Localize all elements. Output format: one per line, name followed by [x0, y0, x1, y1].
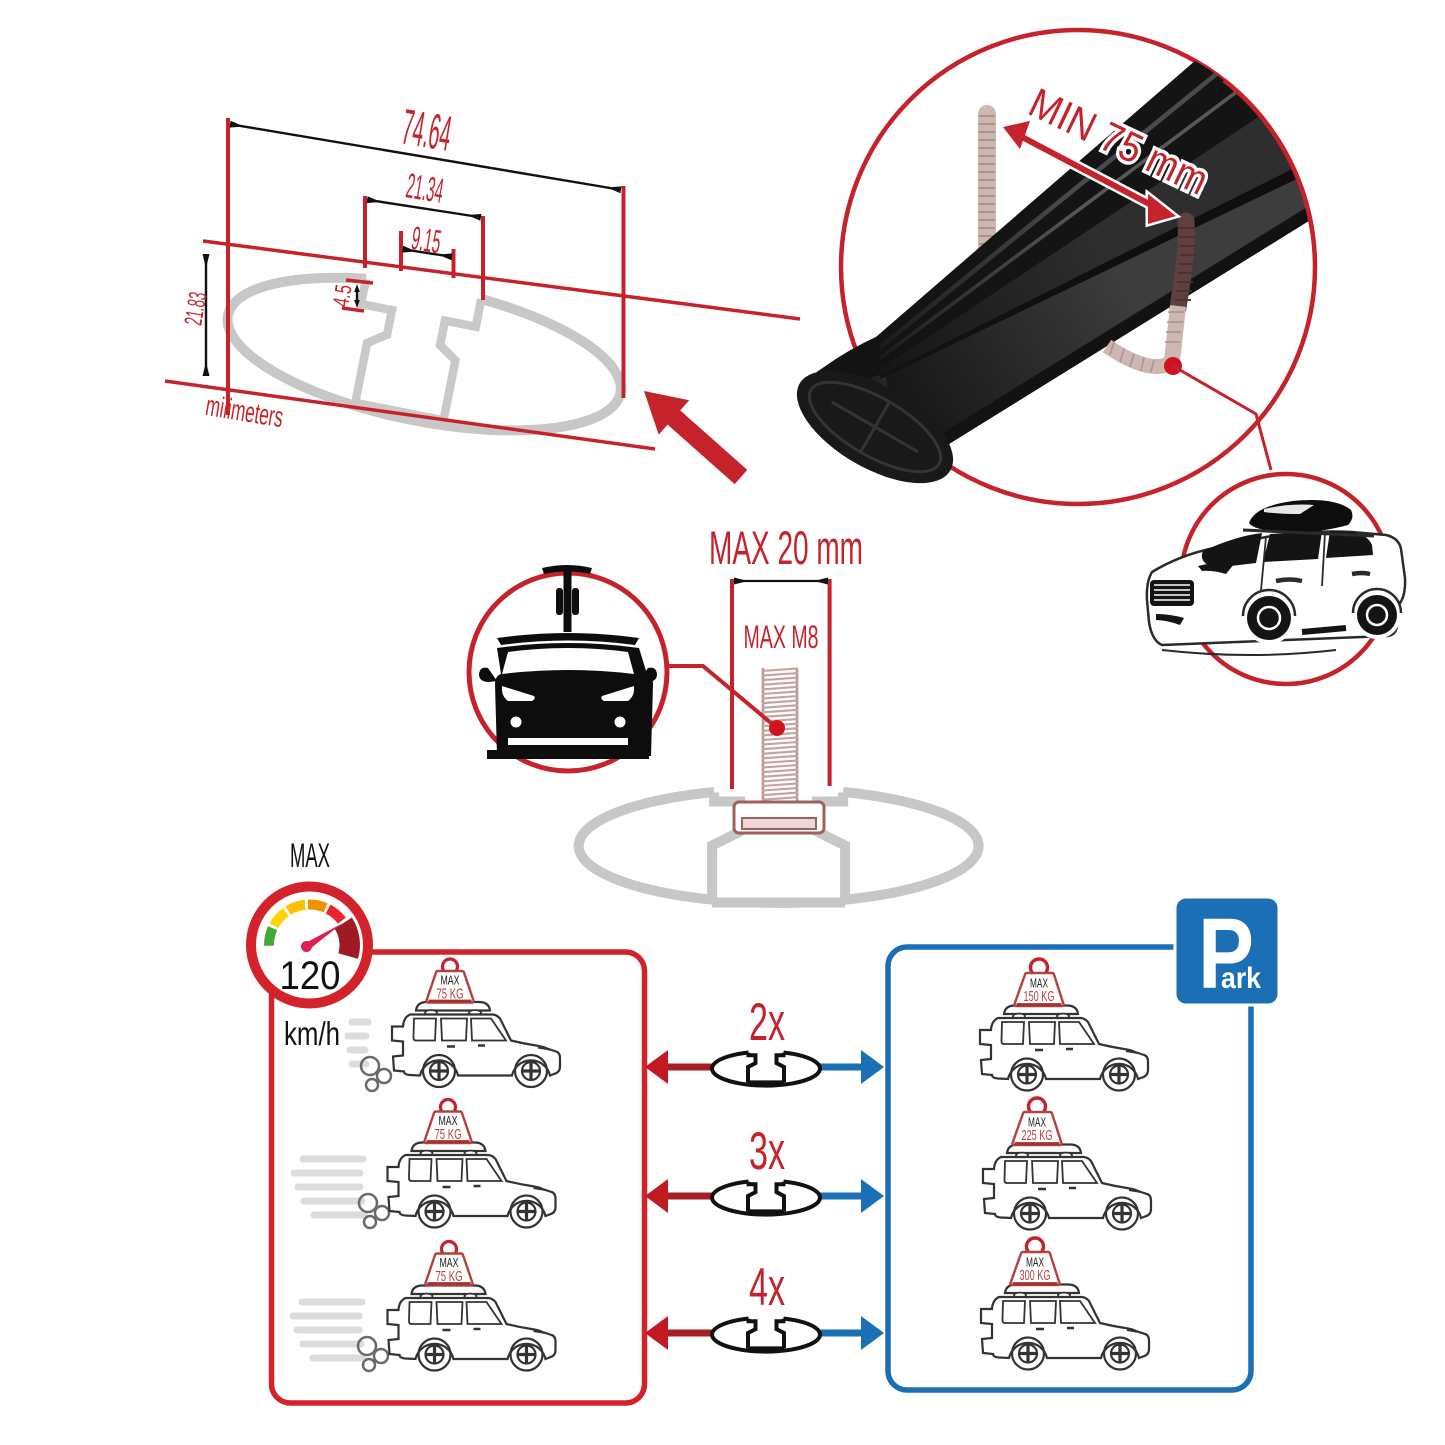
- svg-text:MAX: MAX: [1026, 1256, 1044, 1270]
- svg-text:ark: ark: [1221, 962, 1261, 995]
- svg-text:MAX: MAX: [290, 837, 330, 875]
- svg-text:74.64: 74.64: [398, 99, 455, 162]
- svg-text:21.34: 21.34: [403, 166, 446, 210]
- svg-text:P: P: [1198, 898, 1254, 1010]
- svg-text:21.83: 21.83: [179, 290, 212, 327]
- svg-text:4.5: 4.5: [327, 283, 356, 309]
- svg-text:MAX: MAX: [1028, 1116, 1046, 1130]
- svg-text:MAX: MAX: [1030, 977, 1048, 991]
- svg-text:km/h: km/h: [284, 1015, 340, 1052]
- svg-text:2x: 2x: [749, 993, 785, 1052]
- svg-text:120: 120: [280, 954, 341, 998]
- svg-text:150 KG: 150 KG: [1024, 989, 1055, 1005]
- svg-text:9.15: 9.15: [409, 219, 444, 260]
- svg-text:300 KG: 300 KG: [1020, 1268, 1051, 1284]
- svg-text:3x: 3x: [749, 1122, 785, 1181]
- svg-text:225 KG: 225 KG: [1022, 1128, 1053, 1144]
- svg-text:4x: 4x: [749, 1258, 785, 1317]
- svg-text:MAX 20 mm: MAX 20 mm: [709, 521, 863, 574]
- svg-text:MAX M8: MAX M8: [744, 619, 819, 655]
